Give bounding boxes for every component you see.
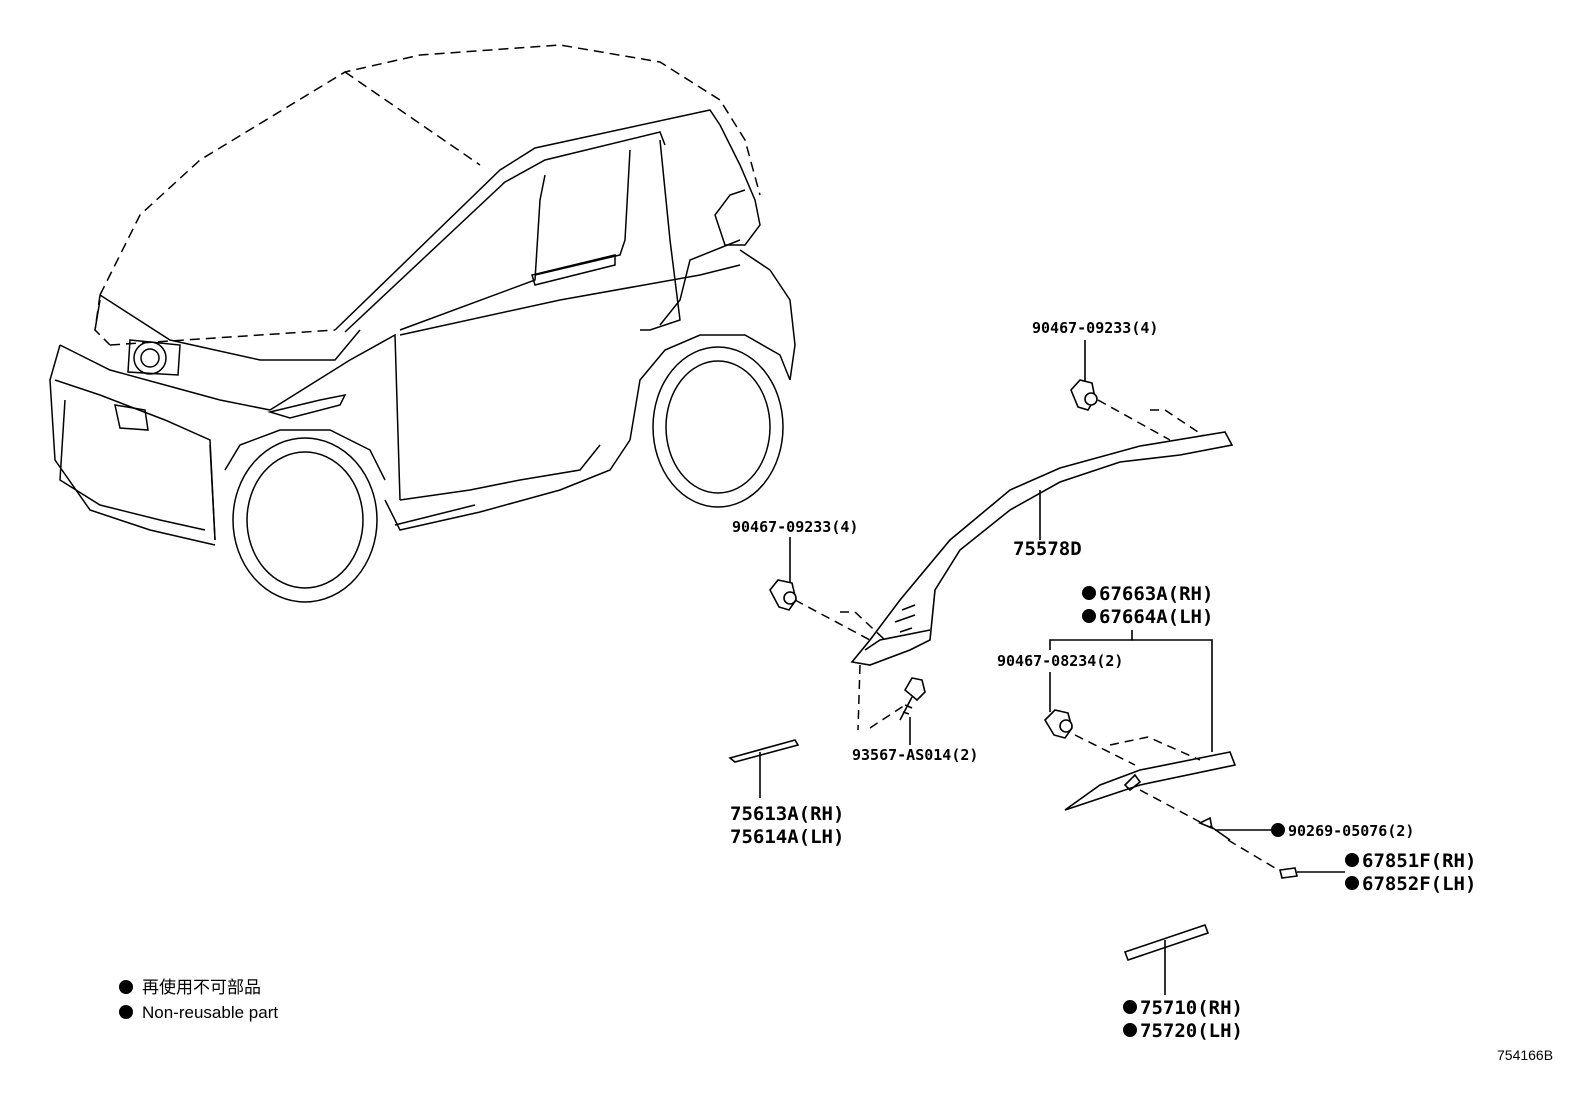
label-moulding-lh: 67664A(LH) — [1099, 606, 1213, 628]
diagram-code: 754166B — [1497, 1047, 1553, 1063]
label-bolt: 93567-AS014(2) — [852, 746, 978, 764]
label-pillar-garnish: 75578D — [1013, 538, 1082, 560]
label-clip-mid: 90467-08234(2) — [997, 652, 1123, 670]
legend-bullet — [119, 1005, 133, 1019]
bolt-icon — [899, 677, 926, 721]
vehicle-illustration — [49, 44, 796, 603]
label-clip-top: 90467-09233(4) — [1032, 319, 1158, 337]
legend-english: Non-reusable part — [142, 1003, 278, 1022]
legend-bullet — [119, 980, 133, 994]
pillar-garnish-part — [850, 431, 1234, 666]
nonreusable-bullet — [1082, 609, 1096, 623]
nonreusable-bullet — [1345, 853, 1359, 867]
legend: 再使用不可部品 Non-reusable part — [119, 977, 278, 1022]
nonreusable-bullet — [1271, 823, 1285, 837]
clip-mid-icon — [1043, 709, 1073, 739]
nonreusable-bullet — [1345, 876, 1359, 890]
legend-japanese: 再使用不可部品 — [142, 977, 261, 997]
nonreusable-bullet — [1082, 586, 1096, 600]
moulding-part — [1064, 751, 1237, 811]
sill-plate-part — [1123, 923, 1210, 962]
label-cap-lh: 67852F(LH) — [1362, 873, 1476, 895]
cap-part — [1279, 867, 1298, 879]
label-rivet: 90269-05076(2) — [1288, 822, 1414, 840]
nonreusable-bullet — [1123, 1000, 1137, 1014]
emblem-part — [728, 739, 800, 763]
clip-top-icon — [1070, 379, 1098, 411]
rivet-icon — [1198, 816, 1231, 841]
label-emblem-lh: 75614A(LH) — [730, 826, 844, 848]
label-emblem-rh: 75613A(RH) — [730, 803, 844, 825]
label-moulding-rh: 67663A(RH) — [1099, 583, 1213, 605]
nonreusable-bullet — [1123, 1023, 1137, 1037]
label-sill-lh: 75720(LH) — [1140, 1020, 1243, 1042]
label-sill-rh: 75710(RH) — [1140, 997, 1243, 1019]
label-clip-left: 90467-09233(4) — [732, 518, 858, 536]
leader-lines — [759, 340, 1345, 995]
label-cap-rh: 67851F(RH) — [1362, 850, 1476, 872]
clip-left-icon — [769, 579, 797, 611]
